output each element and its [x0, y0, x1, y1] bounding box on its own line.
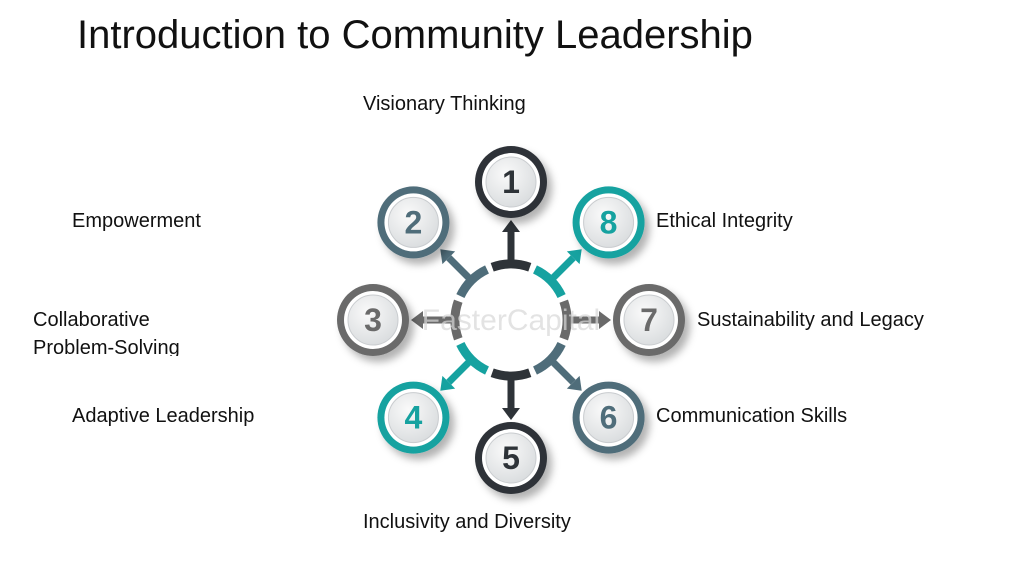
- label-communication-skills: Communication Skills: [656, 405, 848, 427]
- arrow-head-icon: [566, 249, 582, 265]
- arrow-head-icon: [502, 408, 520, 420]
- step-number: 2: [405, 204, 423, 240]
- label-line-2: Problem-Solving: [33, 337, 180, 356]
- label-empowerment: Empowerment: [72, 210, 201, 232]
- arrow-shaft: [548, 255, 576, 283]
- step-number: 3: [364, 302, 382, 338]
- label-collaborative-problem-solving: Collaborative Problem-Solving: [33, 306, 180, 356]
- ring-segment: [450, 299, 463, 341]
- ring-segment: [456, 265, 490, 299]
- ring-segment: [456, 341, 490, 375]
- step-number: 7: [640, 302, 658, 338]
- step-node-2: 2: [377, 186, 450, 259]
- ring-segment: [490, 368, 532, 381]
- ring-segment: [532, 265, 566, 299]
- step-number: 6: [600, 400, 618, 436]
- step-number: 8: [600, 204, 618, 240]
- label-visionary-thinking: Visionary Thinking: [363, 93, 526, 115]
- arrow-head-icon: [411, 311, 423, 329]
- step-node-3: 3: [337, 284, 409, 356]
- ring-segment: [559, 299, 572, 341]
- arrow-head-icon: [502, 220, 520, 232]
- step-node-4: 4: [377, 381, 450, 454]
- step-node-7: 7: [613, 284, 685, 356]
- arrow-shaft: [446, 255, 474, 283]
- arrow-head-icon: [440, 375, 456, 391]
- ring-segment: [490, 259, 532, 272]
- arrow-head-icon: [440, 249, 456, 265]
- step-number: 5: [502, 440, 520, 476]
- watermark-logo: FasterCapital: [422, 304, 600, 337]
- step-node-1: 1: [475, 146, 547, 218]
- step-node-6: 6: [572, 381, 645, 454]
- step-number: 4: [405, 400, 423, 436]
- label-sustainability-legacy: Sustainability and Legacy: [697, 309, 924, 331]
- label-inclusivity-diversity: Inclusivity and Diversity: [363, 511, 571, 533]
- arrow-head-icon: [566, 375, 582, 391]
- label-adaptive-leadership: Adaptive Leadership: [72, 405, 255, 427]
- step-number: 1: [502, 164, 520, 200]
- slide-title: Introduction to Community Leadership: [77, 13, 753, 57]
- label-ethical-integrity: Ethical Integrity: [656, 210, 793, 232]
- step-node-5: 5: [475, 422, 547, 494]
- arrow-head-icon: [599, 311, 611, 329]
- label-line-1: Collaborative: [33, 309, 150, 331]
- ring-segment: [532, 341, 566, 375]
- arrow-shaft: [548, 357, 576, 385]
- arrow-shaft: [446, 357, 474, 385]
- step-node-8: 8: [572, 186, 645, 259]
- central-ring: [411, 220, 611, 420]
